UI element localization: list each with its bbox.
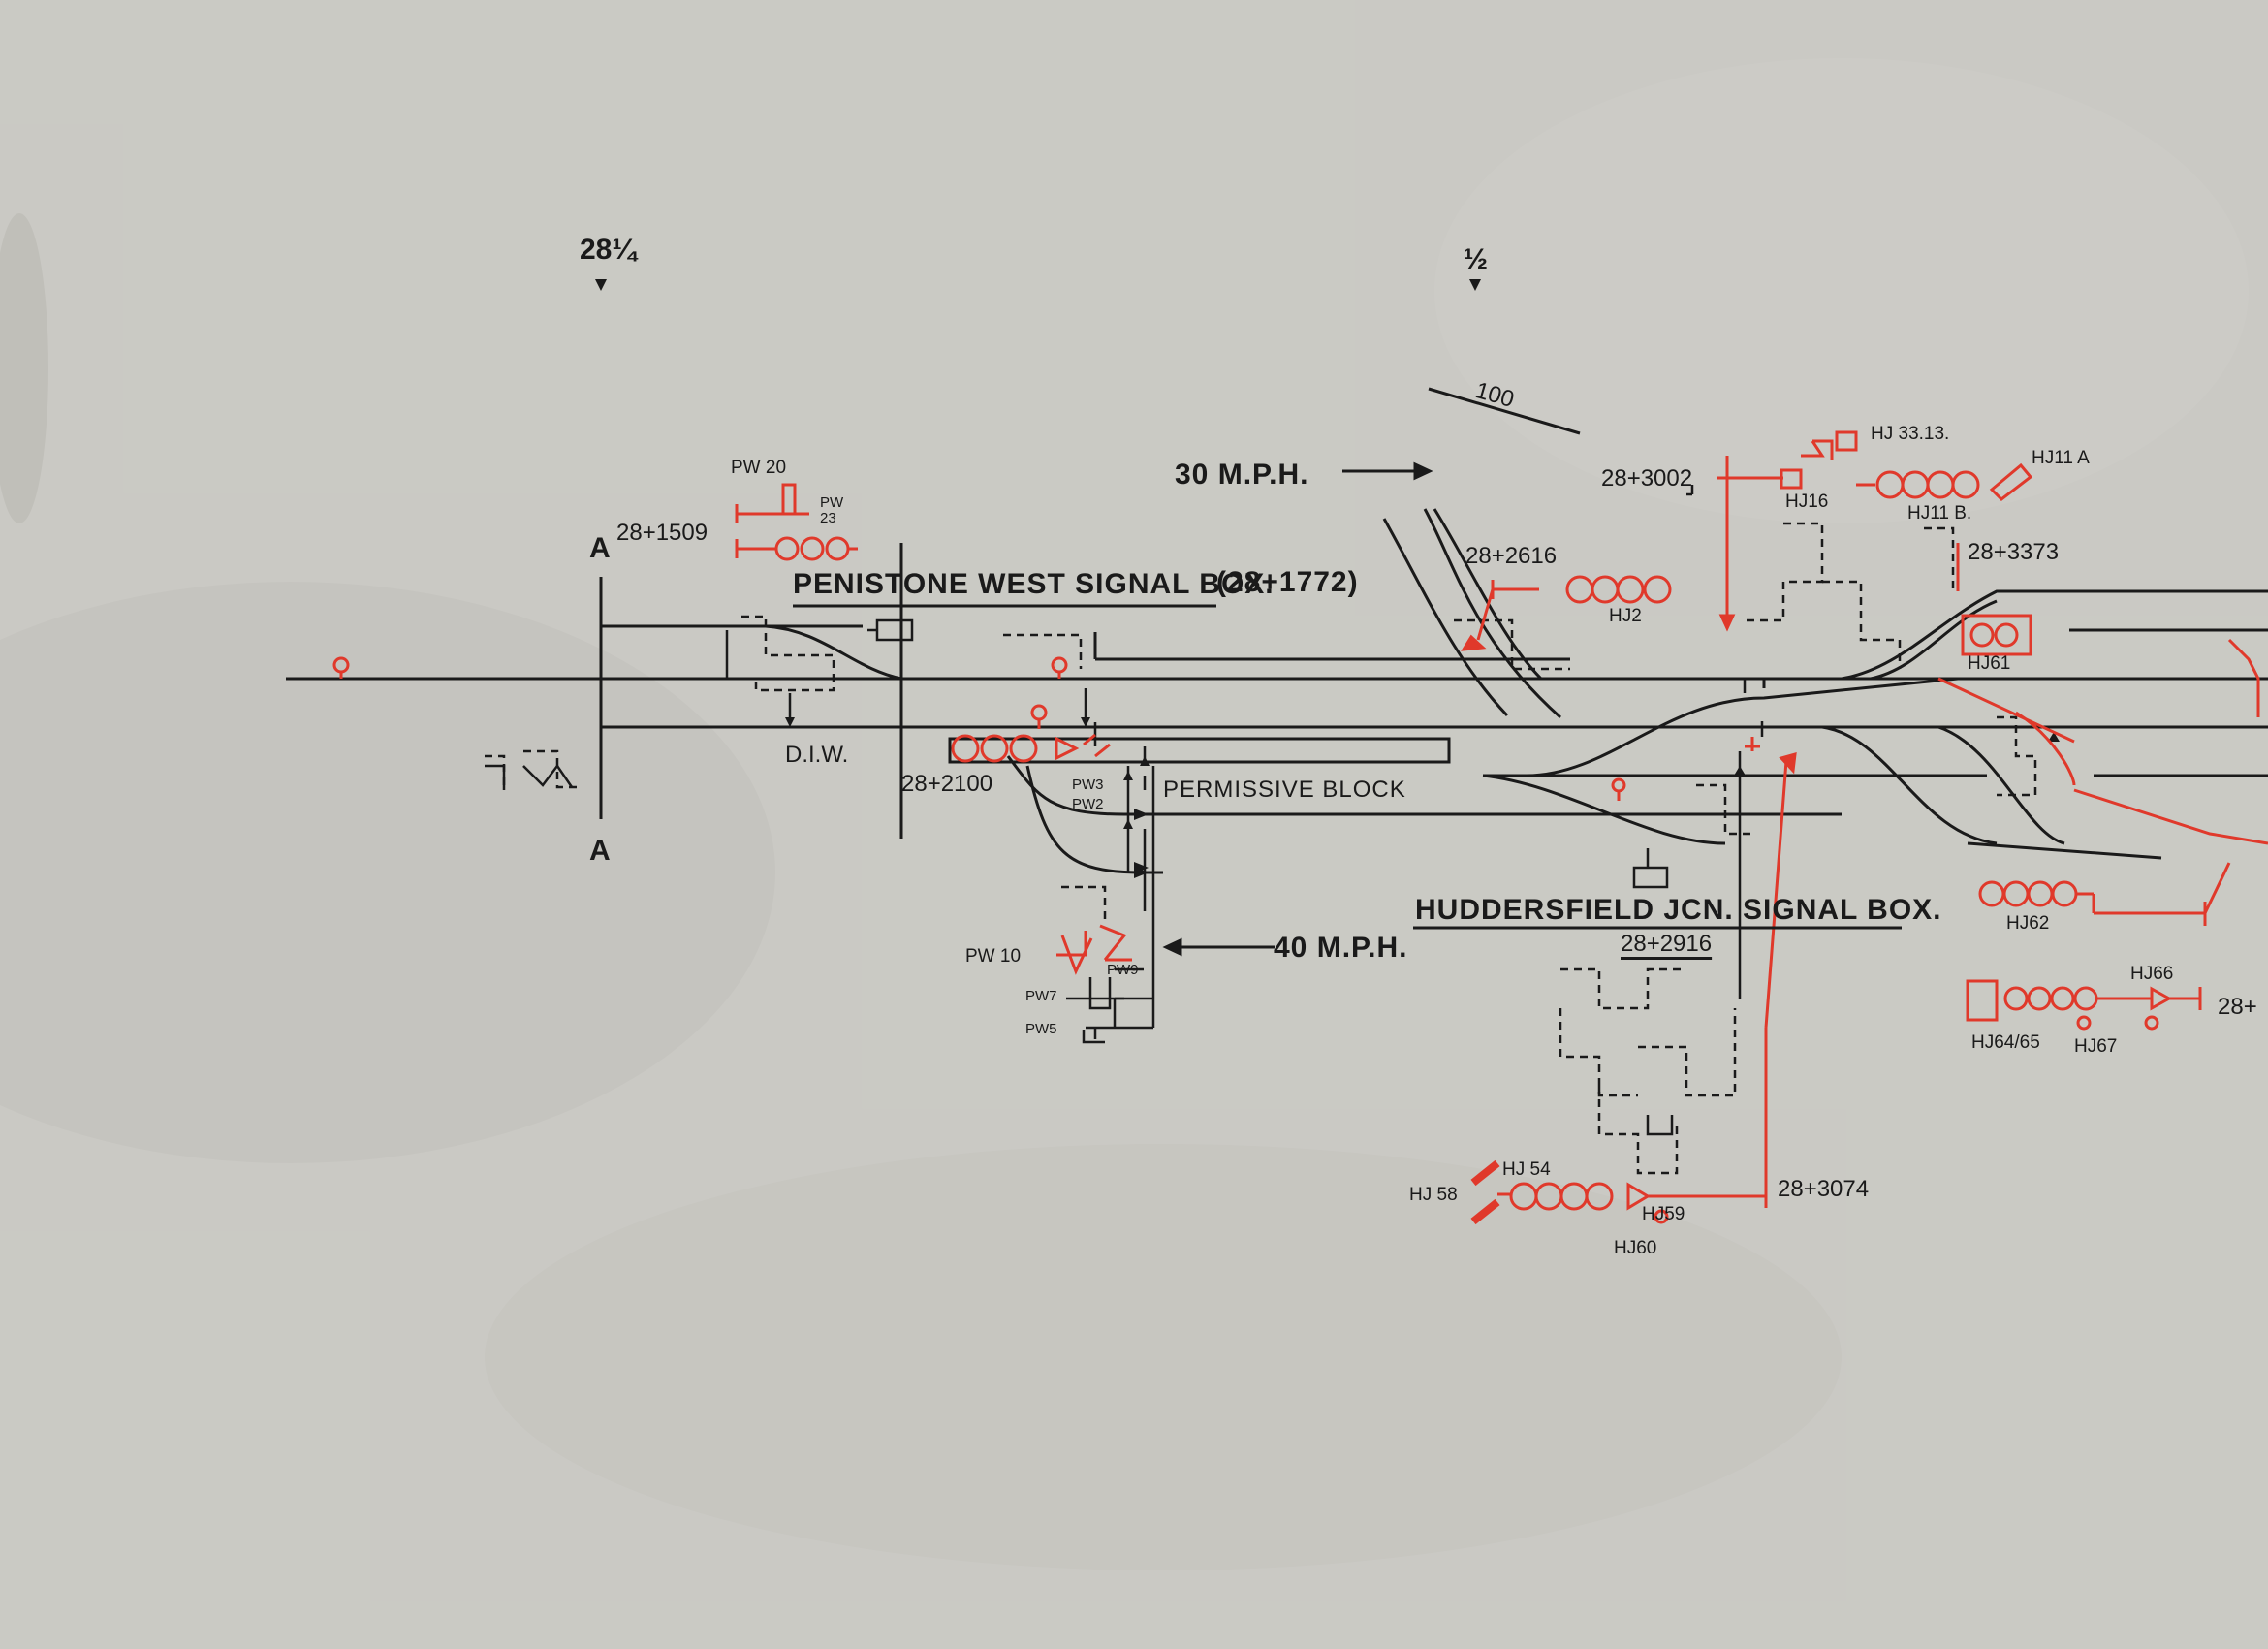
permissive-block-loop — [948, 737, 1451, 764]
signal-pw10: PW 10 — [965, 946, 1022, 967]
red-signals — [332, 430, 2268, 1225]
signal-pw7: PW7 — [1025, 988, 1057, 1004]
mileage-28-1509: 28+1509 — [616, 520, 709, 546]
signal-pw23-a: PW — [820, 494, 844, 511]
milepost-half-marker — [1469, 279, 1481, 291]
mileage-28-3002: 28+3002 — [1601, 465, 1693, 492]
section-mark-top: A — [589, 532, 612, 564]
signal-pw20: PW 20 — [731, 458, 787, 478]
signal-hj60: HJ60 — [1614, 1238, 1657, 1258]
up-siding-connection — [765, 624, 902, 681]
signal-hj11a: HJ11 A — [2032, 448, 2090, 468]
hjcn-box-symbol — [1632, 866, 1669, 889]
signal-pw23-b: 23 — [820, 510, 836, 526]
milepost-28-quarter-marker — [595, 279, 607, 291]
mileage-28-right-cut: 28+ — [2218, 994, 2257, 1020]
signal-hj2: HJ2 — [1609, 606, 1642, 626]
running-lines — [286, 508, 2268, 874]
heading-rules — [793, 604, 1902, 930]
signal-hj33-13: HJ 33.13. — [1871, 424, 1950, 444]
mileage-28-2100: 28+2100 — [901, 771, 993, 797]
signal-hj58: HJ 58 — [1409, 1185, 1458, 1205]
signal-hj62: HJ62 — [2006, 913, 2050, 934]
point-symbol-left — [485, 763, 574, 790]
diagram-small-arrows — [785, 717, 2060, 878]
section-mark-bottom: A — [589, 835, 612, 867]
permissive-block-label: PERMISSIVE BLOCK — [1163, 777, 1406, 803]
signal-hj16: HJ16 — [1785, 492, 1829, 512]
signal-hj67: HJ67 — [2074, 1036, 2118, 1057]
track-symbols — [485, 485, 1764, 1136]
signal-hj59: HJ59 — [1642, 1204, 1685, 1224]
huddersfield-jcn-box-mileage: 28+2916 — [1621, 931, 1713, 957]
signal-hj66: HJ66 — [2130, 964, 2174, 984]
mileage-28-3373: 28+3373 — [1968, 539, 2060, 565]
dashed-outlines — [485, 522, 2037, 1175]
diw-label: D.I.W. — [785, 742, 849, 768]
milepost-28-quarter: 28¼ — [580, 234, 637, 266]
penistone-west-box-title: PENISTONE WEST SIGNAL BOX. — [793, 568, 1275, 600]
penistone-west-box-mileage: (28+1772) — [1216, 566, 1359, 598]
signal-hj61: HJ61 — [1968, 653, 2011, 674]
huddersfield-jcn-box-title: HUDDERSFIELD JCN. SIGNAL BOX. — [1415, 894, 1942, 926]
speed-limit-lower: 40 M.P.H. — [1274, 932, 1408, 964]
signal-pw2: PW2 — [1072, 796, 1104, 812]
signal-hj54: HJ 54 — [1502, 1159, 1551, 1180]
section-line-a-a — [599, 543, 903, 839]
signal-pw3: PW3 — [1072, 777, 1104, 793]
mileage-28-2616: 28+2616 — [1465, 543, 1558, 569]
gradient-line — [1428, 387, 1581, 435]
signal-hj11b: HJ11 B. — [1907, 503, 1972, 523]
signal-pw5: PW5 — [1025, 1021, 1057, 1037]
mileage-28-3074: 28+3074 — [1778, 1176, 1870, 1202]
speed-limit-upper: 30 M.P.H. — [1175, 459, 1309, 491]
signal-pw9: PW9 — [1107, 962, 1139, 978]
milepost-half: ½ — [1464, 243, 1489, 275]
signal-hj64-65: HJ64/65 — [1971, 1032, 2040, 1053]
milepost-markers — [595, 279, 1481, 291]
speed-arrows — [1162, 461, 1433, 957]
